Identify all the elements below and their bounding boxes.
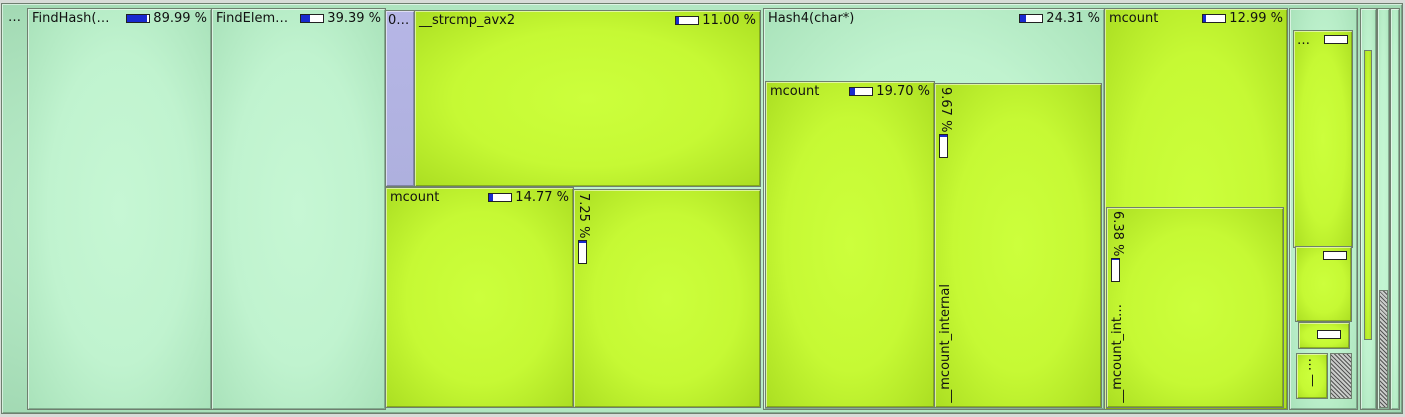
node-percent: 14.77 %: [515, 190, 569, 205]
treemap-node-small-4[interactable]: … —: [1296, 353, 1328, 399]
percent-bar: [849, 87, 874, 96]
node-percent: 9.67 %: [938, 87, 953, 133]
treemap-node-mcount[interactable]: mcount 14.77 %: [385, 187, 574, 408]
treemap-node-zero[interactable]: 0…: [385, 10, 415, 187]
node-label: mcount: [390, 190, 440, 205]
percent-bar: [578, 240, 587, 264]
node-label: __strcmp_avx2: [419, 13, 516, 28]
node-label: __mcount_internal: [938, 284, 953, 403]
treemap-node-mcount-b[interactable]: mcount 19.70 %: [765, 81, 935, 408]
percent-bar: [1019, 14, 1044, 23]
percent-bar-fill: [301, 15, 310, 22]
treemap-node-thin-2-hatch[interactable]: [1379, 290, 1388, 408]
percent-bar: [939, 134, 948, 158]
percent-bar-fill: [1203, 15, 1207, 22]
percent-bar-fill: [1020, 15, 1026, 22]
node-label: mcount: [1109, 11, 1159, 26]
percent-bar: [1323, 251, 1347, 260]
root-label: …: [8, 10, 21, 25]
treemap-node-hatched[interactable]: [1330, 353, 1352, 399]
percent-bar-fill: [127, 15, 148, 22]
node-label: …: [1305, 358, 1320, 371]
node-label-2: —: [1305, 374, 1320, 387]
node-percent: 12.99 %: [1229, 11, 1283, 26]
node-percent: 6.38 %: [1110, 211, 1125, 257]
treemap-node-thin-3[interactable]: [1390, 8, 1400, 410]
percent-bar: [675, 16, 700, 25]
treemap-node-mcount-internal-c[interactable]: 6.38 % __mcount_int…: [1106, 207, 1284, 408]
node-label: …: [1297, 33, 1310, 48]
node-percent: 7.25 %: [576, 193, 591, 239]
percent-bar-fill: [489, 194, 493, 201]
treemap-node-thin-1-inner[interactable]: [1364, 50, 1372, 340]
node-percent: 24.31 %: [1046, 11, 1100, 26]
percent-bar: [488, 193, 513, 202]
percent-bar-fill: [850, 88, 855, 95]
treemap-node-mcount-internal[interactable]: 9.67 % __mcount_internal: [934, 83, 1102, 408]
node-percent: 39.39 %: [327, 11, 381, 26]
percent-bar: [1111, 258, 1120, 282]
percent-bar-fill: [940, 135, 947, 138]
node-label: Hash4(char*): [768, 11, 855, 26]
percent-bar-fill: [676, 17, 679, 24]
node-label: mcount: [770, 84, 820, 99]
node-percent: 11.00 %: [702, 13, 756, 28]
treemap-node-small-1[interactable]: …: [1293, 30, 1353, 248]
treemap-node-findhash[interactable]: FindHash(… 89.99 %: [27, 8, 212, 410]
percent-bar-fill: [579, 241, 586, 243]
node-label: FindElem…: [216, 11, 289, 26]
percent-bar: [126, 14, 151, 23]
node-label: __mcount_int…: [1110, 304, 1125, 403]
node-percent: 89.99 %: [153, 11, 207, 26]
node-label: 0…: [388, 13, 410, 28]
node-label: FindHash(…: [32, 11, 110, 26]
percent-bar: [1324, 35, 1348, 44]
node-percent: 19.70 %: [876, 84, 930, 99]
percent-bar: [1202, 14, 1227, 23]
percent-bar: [300, 14, 325, 23]
treemap-node-small-3[interactable]: [1298, 322, 1350, 349]
treemap-node-small-2[interactable]: [1295, 246, 1352, 322]
percent-bar: [1317, 330, 1341, 339]
percent-bar-fill: [1112, 259, 1119, 261]
treemap-node-mcount-child[interactable]: 7.25 %: [573, 189, 761, 408]
treemap-node-strcmp[interactable]: __strcmp_avx2 11.00 %: [414, 10, 761, 187]
treemap-node-findelem[interactable]: FindElem… 39.39 %: [211, 8, 386, 410]
